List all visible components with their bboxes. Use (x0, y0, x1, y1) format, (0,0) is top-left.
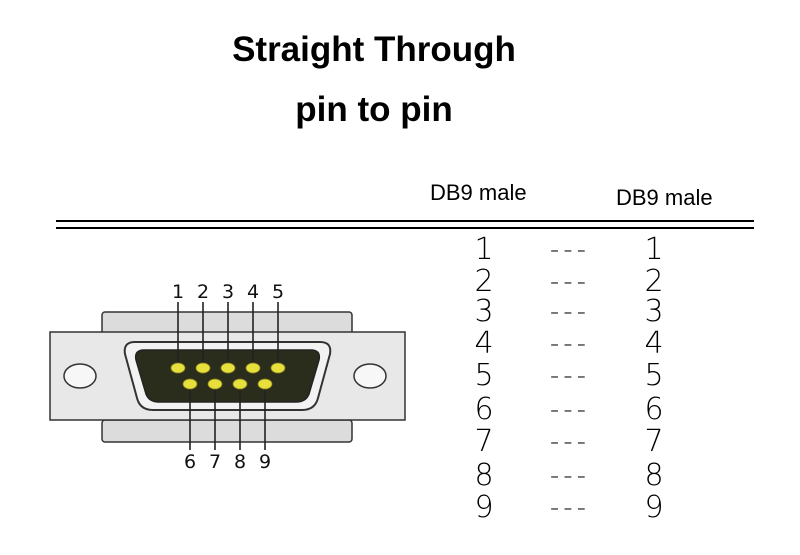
pin-right: 8 (644, 458, 664, 493)
pin-label-top: 3 (222, 281, 234, 303)
pin-label-top: 5 (272, 281, 284, 303)
pin-left: 1 (474, 232, 494, 267)
pin-connection-dash: --- (549, 329, 591, 359)
pin-right: 6 (644, 392, 664, 427)
pin-left: 7 (474, 424, 494, 459)
pin-right: 7 (644, 424, 664, 459)
pin-7 (207, 378, 223, 390)
pin-left: 9 (474, 490, 494, 525)
pin-left: 8 (474, 458, 494, 493)
db9-male-connector-illustration: 1 2 3 4 5 6 7 8 9 (49, 281, 406, 473)
pin-right: 1 (644, 232, 664, 267)
pin-connection-dash: --- (549, 461, 591, 491)
pin-mapping-row: 3 --- 3 (0, 296, 800, 328)
pin-left: 5 (474, 358, 494, 393)
mounting-hole-left (63, 363, 97, 389)
pin-mapping-row: 7 --- 7 (0, 426, 800, 458)
pin-right: 9 (644, 490, 664, 525)
pin-right: 5 (644, 358, 664, 393)
pin-mapping-row: 5 --- 5 (0, 360, 800, 392)
top-pin-leaders (177, 302, 279, 368)
diagram-title: Straight Through (232, 30, 516, 69)
pin-connection-dash: --- (549, 235, 591, 265)
pin-1 (170, 362, 186, 374)
pin-label-top: 1 (172, 281, 184, 303)
pin-connection-dash: --- (549, 493, 591, 523)
shell-bottom-tab (101, 419, 353, 443)
pin-left: 6 (474, 392, 494, 427)
pin-right: 4 (644, 326, 664, 361)
column-header-left: DB9 male (430, 180, 527, 205)
column-header-right: DB9 male (616, 185, 713, 210)
shell-top-tab (101, 311, 353, 335)
pin-mapping-row: 4 --- 4 (0, 328, 800, 360)
pin-5 (270, 362, 286, 374)
pin-connection-dash: --- (549, 427, 591, 457)
pin-9 (257, 378, 273, 390)
mounting-hole-right (353, 363, 387, 389)
diagram-subtitle: pin to pin (295, 90, 453, 129)
pin-connection-dash: --- (549, 395, 591, 425)
pin-connection-dash: --- (549, 267, 591, 297)
pin-left: 3 (474, 294, 494, 329)
pin-mapping-row: 8 --- 8 (0, 460, 800, 492)
bottom-pin-leaders (189, 384, 266, 450)
pin-label-bottom: 6 (184, 451, 196, 473)
connector-insert (134, 349, 321, 403)
pin-label-top: 4 (247, 281, 259, 303)
header-divider-top (56, 220, 754, 222)
pin-8 (232, 378, 248, 390)
pin-label-bottom: 9 (259, 451, 271, 473)
pin-mapping-row: 9 --- 9 (0, 492, 800, 524)
pin-label-bottom: 7 (209, 451, 221, 473)
pin-2 (195, 362, 211, 374)
pin-left: 4 (474, 326, 494, 361)
pin-label-bottom: 8 (234, 451, 246, 473)
pin-mapping-row: 6 --- 6 (0, 394, 800, 426)
pin-label-top: 2 (197, 281, 209, 303)
pin-3 (220, 362, 236, 374)
pin-6 (182, 378, 198, 390)
pin-right: 3 (644, 294, 664, 329)
pin-4 (245, 362, 261, 374)
pin-right: 2 (644, 264, 664, 299)
pin-left: 2 (474, 264, 494, 299)
pin-mapping-row: 1 --- 1 (0, 234, 800, 266)
pin-connection-dash: --- (549, 297, 591, 327)
pin-mapping-row: 2 --- 2 (0, 266, 800, 298)
pin-connection-dash: --- (549, 361, 591, 391)
pin-mapping-list: 1 --- 1 2 --- 2 3 --- 3 4 --- 4 5 --- 5 … (0, 234, 800, 534)
header-divider-bottom (56, 227, 754, 229)
